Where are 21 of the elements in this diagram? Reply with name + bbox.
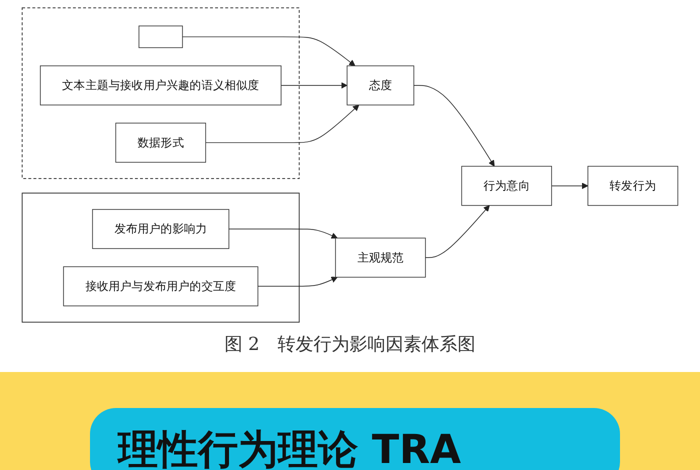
cluster (22, 192, 300, 323)
node-box: 发布用户的影响力 (92, 209, 230, 249)
node-box: 行为意向 (461, 166, 552, 206)
node-box: 数据形式 (115, 122, 206, 163)
arrow (425, 205, 490, 258)
arrow (258, 276, 338, 287)
node-box: 接收用户与发布用户的交互度 (63, 266, 258, 306)
arrow (205, 104, 360, 144)
node-box: 主观规范 (335, 238, 426, 278)
arrow (182, 36, 356, 66)
node-box: 文本主题与接收用户兴趣的语义相似度 (40, 65, 282, 106)
arrow (551, 182, 588, 190)
arrow (413, 85, 495, 167)
figure-caption: 图 2 转发行为影响因素体系图 (223, 333, 477, 356)
arrow (228, 228, 338, 239)
arrow (280, 82, 348, 89)
node-box (138, 26, 183, 48)
cluster (22, 7, 300, 180)
node-box: 态度 (346, 65, 414, 106)
node-box: 转发行为 (588, 166, 678, 206)
title-banner: 理性行为理论 TRA (90, 408, 620, 470)
